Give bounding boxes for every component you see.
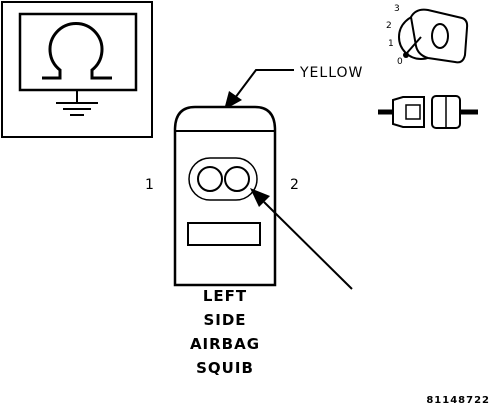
- probe-pointer-arrowhead: [250, 188, 270, 207]
- pin-label-2: 2: [290, 177, 299, 193]
- connector-lock-tab: [187, 222, 261, 246]
- pin-label-1: 1: [145, 177, 154, 193]
- ignition-pos-2: 2: [386, 21, 392, 31]
- wire-label-arrowhead: [224, 91, 242, 110]
- component-title-line-3: AIRBAG: [190, 335, 260, 353]
- squib-connector: [173, 105, 277, 287]
- ignition-pos-0: 0: [397, 57, 403, 67]
- component-title-line-1: LEFT: [203, 287, 247, 305]
- ohmmeter-icon: [1, 1, 153, 138]
- figure-id: 81148722: [426, 395, 490, 406]
- probe-pointer-line: [263, 201, 353, 290]
- ignition-pos-3: 3: [394, 4, 400, 14]
- wire-color-label: YELLOW: [299, 65, 363, 81]
- terminal-cavity-2: [224, 166, 250, 192]
- ignition-pos-1: 1: [388, 39, 394, 49]
- ignition-key-icon: [398, 8, 469, 64]
- component-title-line-2: SIDE: [203, 311, 246, 329]
- terminal-cavity-1: [197, 166, 223, 192]
- disconnected-connector-icon: [378, 95, 478, 129]
- component-title-line-4: SQUIB: [196, 359, 254, 377]
- wire-label-leader: [234, 69, 294, 99]
